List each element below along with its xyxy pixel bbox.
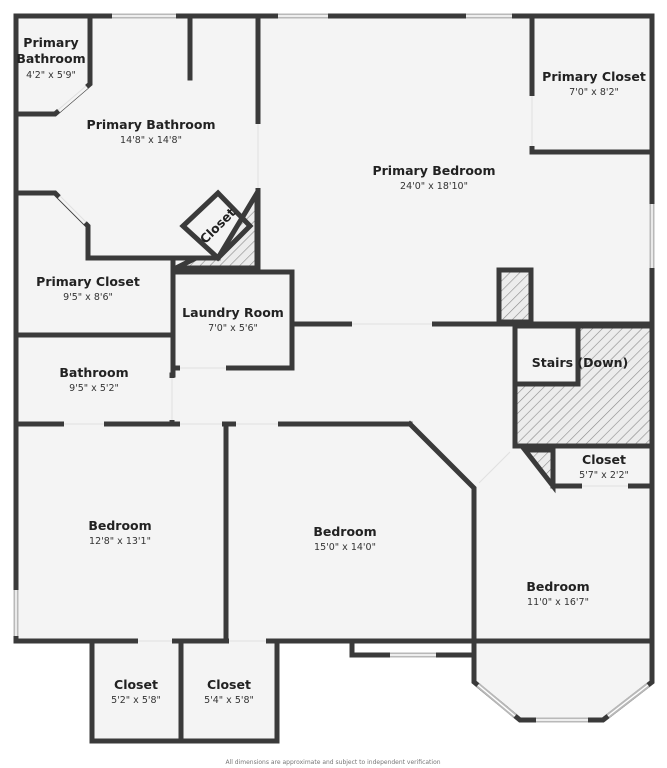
windows	[13, 13, 655, 723]
primary-closet-right-name: Primary Closet	[542, 69, 646, 84]
bathroom-name: Bathroom	[59, 365, 128, 380]
shaft-hatch	[496, 267, 534, 325]
laundry-room-name: Laundry Room	[182, 305, 284, 320]
primary-closet-right-dims: 7'0" x 8'2"	[569, 87, 619, 98]
primary-bathroom-dims: 14'8" x 14'8"	[120, 135, 182, 146]
exterior-wall	[13, 13, 655, 644]
closet-right-name: Closet	[582, 452, 626, 467]
disclaimer: All dimensions are approximate and subje…	[225, 759, 440, 766]
stairs-name: Stairs (Down)	[532, 355, 629, 370]
primary-bathroom-small-dims: 4'2" x 5'9"	[26, 70, 76, 81]
closet-bottom-right-dims: 5'4" x 5'8"	[204, 695, 254, 706]
closet-right-dims: 5'7" x 2'2"	[579, 470, 629, 481]
closet-bottom-right-name: Closet	[207, 677, 251, 692]
openings	[56, 83, 628, 644]
bathroom-dims: 9'5" x 5'2"	[69, 383, 119, 394]
closet-bottom-left-name: Closet	[114, 677, 158, 692]
primary-closet-left-name: Primary Closet	[36, 274, 140, 289]
laundry-room-dims: 7'0" x 5'6"	[208, 323, 258, 334]
primary-bedroom-name: Primary Bedroom	[372, 163, 495, 178]
bedroom-mid-dims: 15'0" x 14'0"	[314, 542, 376, 553]
primary-closet-left-dims: 9'5" x 8'6"	[63, 292, 113, 303]
primary-bathroom-small-line2: Bathroom	[16, 51, 85, 66]
closet-bottom-left-dims: 5'2" x 5'8"	[111, 695, 161, 706]
bedroom-right-name: Bedroom	[526, 579, 589, 594]
primary-bedroom-dims: 24'0" x 18'10"	[400, 181, 468, 192]
primary-bathroom-small-line1: Primary	[23, 35, 78, 50]
bedroom-mid-name: Bedroom	[313, 524, 376, 539]
bedroom-right-dims: 11'0" x 16'7"	[527, 597, 589, 608]
bedroom-left-name: Bedroom	[88, 518, 151, 533]
bedroom-left-dims: 12'8" x 13'1"	[89, 536, 151, 547]
primary-bathroom-name: Primary Bathroom	[87, 117, 216, 132]
